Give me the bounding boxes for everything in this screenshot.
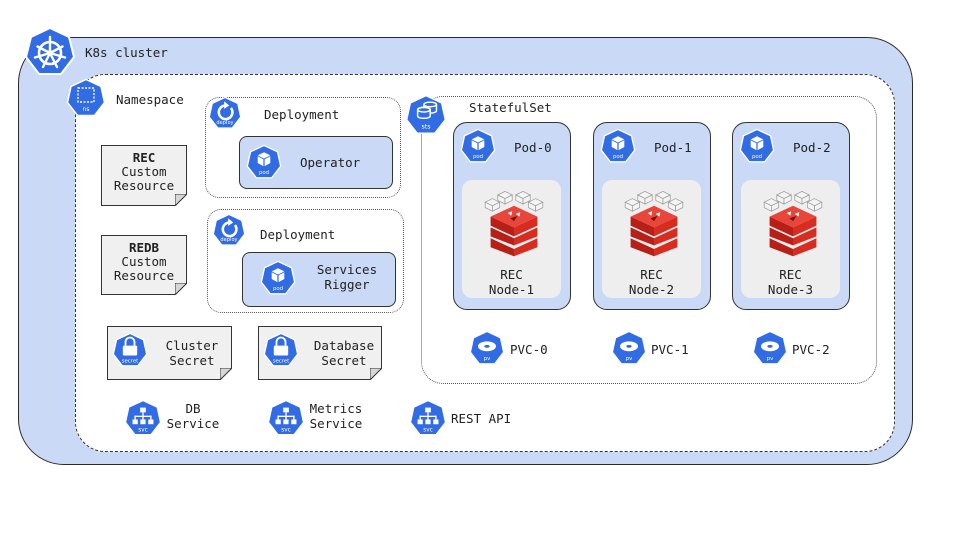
pvc-1-label: PVC-1 bbox=[651, 342, 689, 357]
rec-node-1-line2: Node-1 bbox=[488, 282, 535, 297]
svc-icon-text-3: svc bbox=[423, 427, 432, 433]
deployment-label-1: Deployment bbox=[264, 107, 340, 122]
metrics-service-line1: Metrics bbox=[309, 401, 363, 416]
redb-custom-resource[interactable] bbox=[101, 235, 187, 295]
database-secret-label: Database Secret bbox=[308, 338, 380, 368]
pvc-2-label: PVC-2 bbox=[792, 342, 830, 357]
pod-icon: pod bbox=[460, 128, 496, 166]
database-secret-line1: Database bbox=[313, 338, 375, 353]
service-icon[interactable]: svc bbox=[124, 399, 162, 439]
note-fold-1 bbox=[175, 194, 187, 206]
rec-custom-resource-label: REC Custom Resource bbox=[101, 151, 187, 193]
services-rigger-line2: Rigger bbox=[324, 277, 370, 292]
rec-node-3-label: REC Node-3 bbox=[741, 267, 840, 297]
redis-icon bbox=[484, 190, 544, 257]
rest-api-label: REST API bbox=[451, 411, 512, 426]
rec-node-2-label: REC Node-2 bbox=[602, 267, 701, 297]
pod-2-label: Pod-2 bbox=[793, 140, 831, 155]
redb-line2: Custom bbox=[121, 254, 167, 269]
service-icon[interactable]: svc bbox=[409, 399, 447, 439]
pod-icon: pod bbox=[739, 128, 775, 166]
database-secret-line2: Secret bbox=[321, 353, 367, 368]
pod-0-label: Pod-0 bbox=[514, 140, 552, 155]
pv-icon-text-2: pv bbox=[767, 356, 774, 362]
rec-line3: Resource bbox=[113, 178, 175, 193]
cluster-secret-label: Cluster Secret bbox=[158, 338, 226, 368]
pod-1-icon-text: pod bbox=[613, 154, 623, 160]
pod-icon-text-operator: pod bbox=[259, 170, 269, 176]
pod-1-label: Pod-1 bbox=[654, 140, 692, 155]
secret-icon-text-2: secret bbox=[273, 359, 290, 365]
secret-icon-text-1: secret bbox=[122, 359, 139, 365]
pv-icon-text-1: pv bbox=[626, 356, 633, 362]
pod-icon: pod bbox=[246, 144, 282, 182]
redb-line1: REDB bbox=[128, 240, 160, 255]
note-fold-3 bbox=[220, 368, 232, 380]
deploy-icon: deploy bbox=[208, 96, 242, 132]
pod-icon: pod bbox=[260, 260, 296, 298]
deploy-icon: deploy bbox=[212, 213, 246, 249]
rec-custom-resource[interactable] bbox=[101, 145, 187, 206]
pv-disk-icon[interactable]: pv bbox=[469, 330, 505, 368]
deploy-icon-text-2: deploy bbox=[220, 237, 237, 243]
db-service-label: DB Service bbox=[162, 401, 224, 431]
svc-icon-text-2: svc bbox=[281, 427, 290, 433]
rec-node-1-label: REC Node-1 bbox=[462, 267, 561, 297]
secret-lock-icon: secret bbox=[263, 332, 299, 370]
pod-2-icon-text: pod bbox=[752, 154, 762, 160]
namespace-label: Namespace bbox=[116, 92, 184, 107]
note-fold-4 bbox=[370, 368, 382, 380]
rec-node-3-line2: Node-3 bbox=[767, 282, 814, 297]
redb-line3: Resource bbox=[113, 268, 175, 283]
rec-line1: REC bbox=[132, 150, 156, 165]
rec-node-2-line1: REC bbox=[640, 267, 663, 282]
note-fold-2 bbox=[175, 283, 187, 295]
svc-icon-text-1: svc bbox=[138, 427, 147, 433]
namespace-icon: ns bbox=[66, 78, 106, 120]
statefulset-boundary bbox=[421, 96, 877, 384]
db-service-line1: DB bbox=[185, 401, 201, 416]
db-service-line2: Service bbox=[166, 416, 220, 431]
metrics-service-label: Metrics Service bbox=[304, 401, 368, 431]
cluster-secret-line1: Cluster bbox=[165, 338, 219, 353]
redis-icon bbox=[763, 190, 823, 257]
pod-icon: pod bbox=[600, 128, 636, 166]
redis-icon bbox=[624, 190, 684, 257]
metrics-service-line2: Service bbox=[309, 416, 363, 431]
namespace-icon-text: ns bbox=[83, 106, 90, 113]
pod-0-icon-text: pod bbox=[473, 154, 483, 160]
cluster-label: K8s cluster bbox=[85, 45, 168, 60]
statefulset-icon: sts bbox=[405, 94, 447, 138]
cluster-secret-line2: Secret bbox=[169, 353, 215, 368]
rec-node-3-line1: REC bbox=[779, 267, 802, 282]
rec-node-2-line2: Node-2 bbox=[628, 282, 675, 297]
rec-node-1-line1: REC bbox=[500, 267, 523, 282]
pod-icon-text-rigger: pod bbox=[273, 286, 283, 292]
deployment-services-rigger-boundary bbox=[207, 209, 404, 313]
secret-lock-icon: secret bbox=[112, 332, 148, 370]
deployment-operator-boundary bbox=[205, 97, 401, 198]
pv-disk-icon[interactable]: pv bbox=[611, 330, 647, 368]
sts-icon-text: sts bbox=[422, 124, 431, 131]
operator-label: Operator bbox=[300, 155, 361, 170]
services-rigger-label: Services Rigger bbox=[305, 262, 389, 292]
pvc-0-label: PVC-0 bbox=[510, 342, 548, 357]
deploy-icon-text-1: deploy bbox=[216, 120, 233, 126]
kubernetes-helm-icon bbox=[24, 26, 76, 78]
statefulset-label: StatefulSet bbox=[469, 100, 552, 115]
redb-custom-resource-label: REDB Custom Resource bbox=[101, 241, 187, 283]
pv-disk-icon[interactable]: pv bbox=[752, 330, 788, 368]
pv-icon-text-0: pv bbox=[484, 356, 491, 362]
deployment-label-2: Deployment bbox=[260, 227, 336, 242]
service-icon[interactable]: svc bbox=[267, 399, 305, 439]
services-rigger-line1: Services bbox=[316, 262, 378, 277]
rec-line2: Custom bbox=[121, 164, 167, 179]
